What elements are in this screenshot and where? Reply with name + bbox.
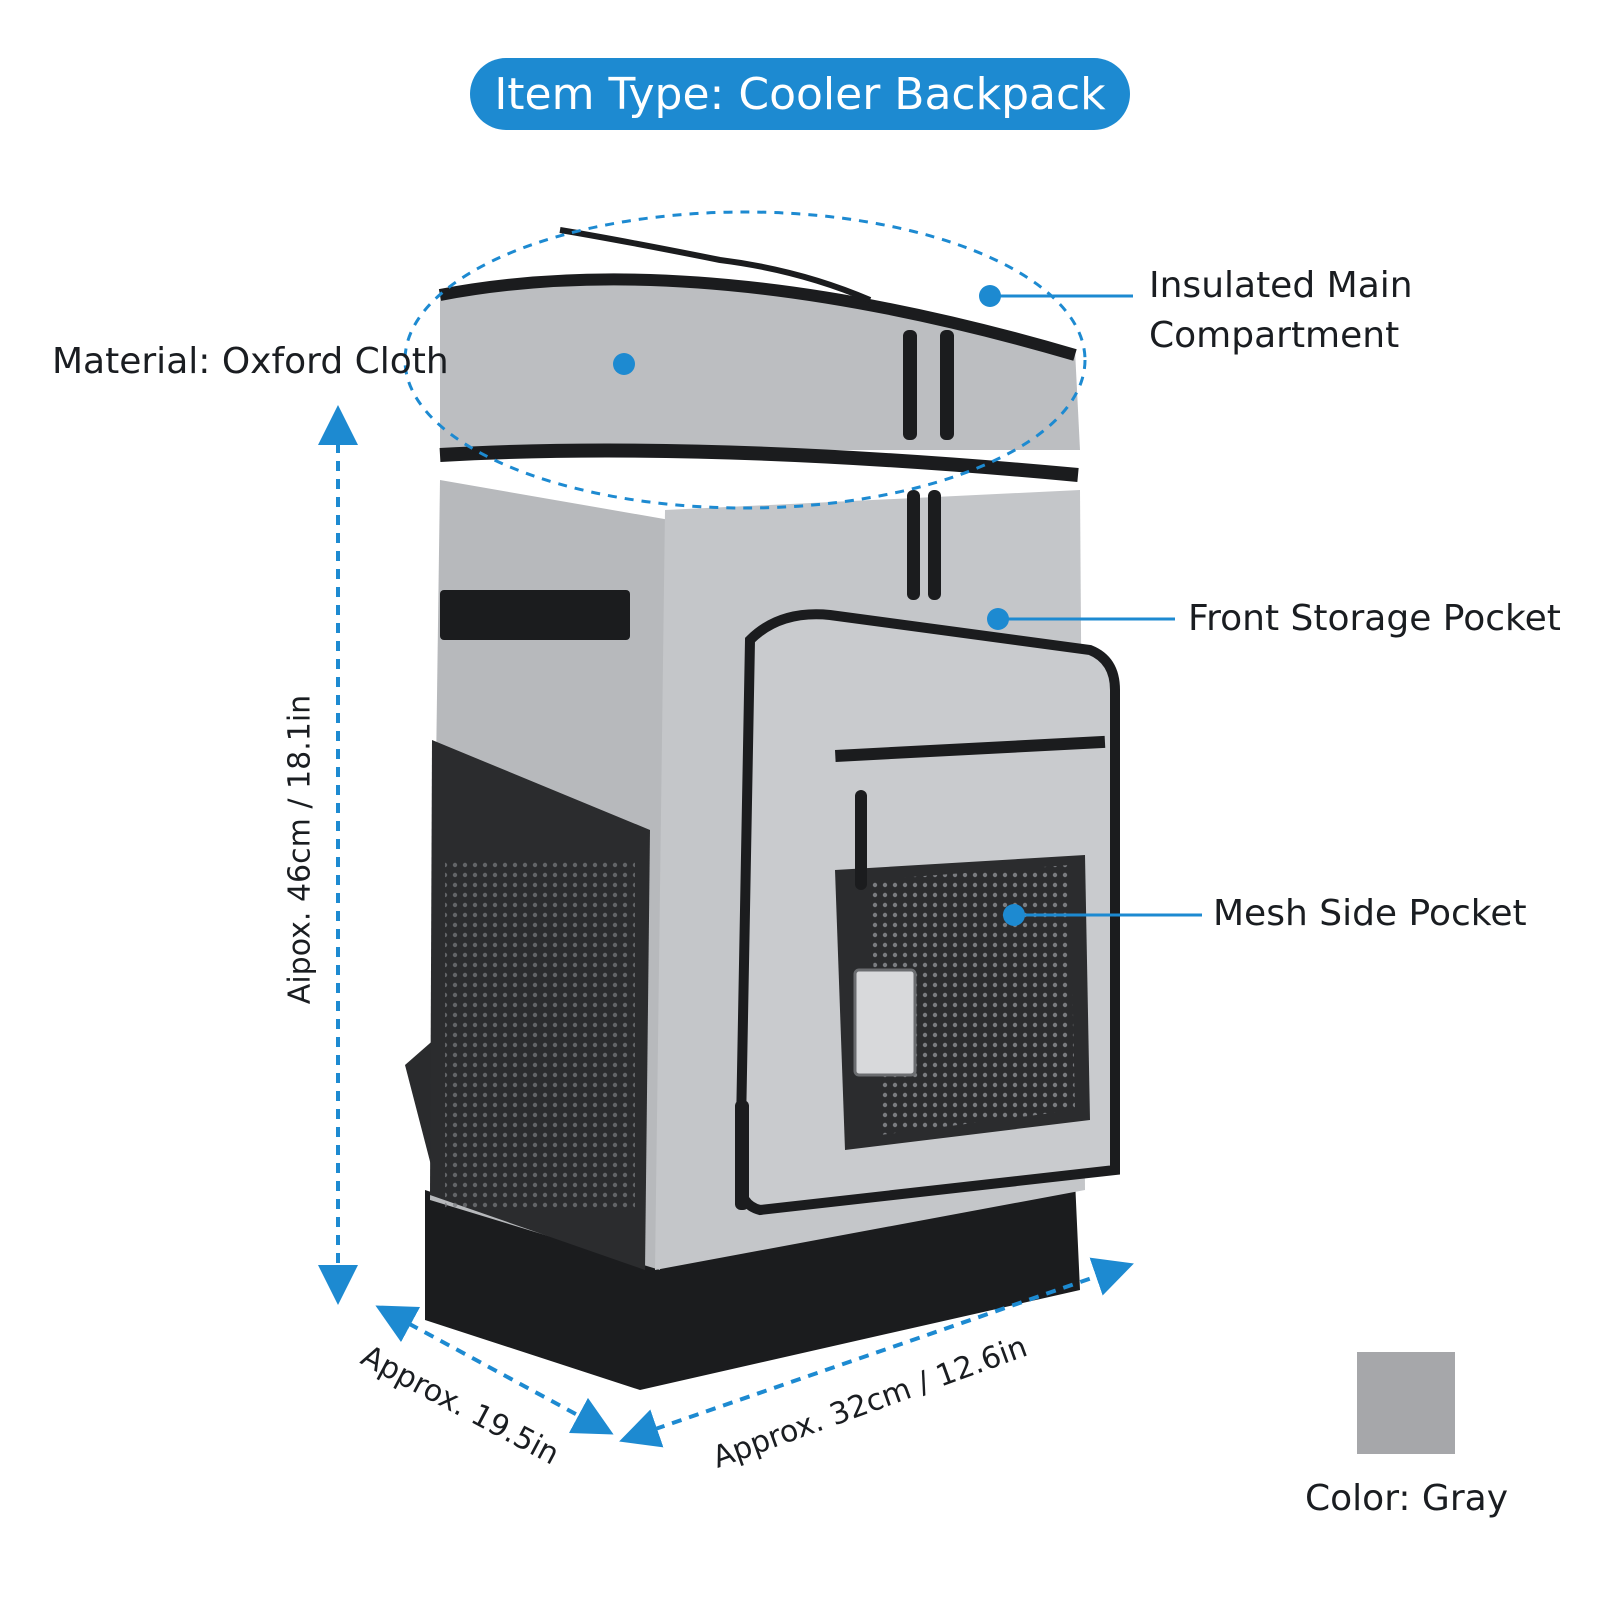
insulated-label-line2: Compartment	[1149, 315, 1400, 356]
zipper-pulls	[735, 330, 954, 1210]
bottle-opener	[853, 968, 917, 1077]
side-handle	[440, 590, 630, 640]
mesh-dots	[445, 860, 635, 1210]
pocket-zipper	[835, 735, 1106, 762]
lid-zipper	[438, 273, 1077, 361]
lid-highlight-ellipse	[403, 210, 1087, 510]
material-dot	[613, 353, 635, 375]
front-pocket-label: Front Storage Pocket	[1188, 598, 1561, 639]
color-label: Color: Gray	[1305, 1478, 1508, 1519]
material-label: Material: Oxford Cloth	[52, 341, 449, 382]
insulated-label-line1: Insulated Main	[1149, 265, 1413, 306]
middle-zipper	[439, 443, 1079, 482]
height-dimension-label: Aipox. 46cm / 18.1in	[282, 694, 318, 1005]
color-swatch	[1357, 1352, 1455, 1454]
mesh-pocket-label: Mesh Side Pocket	[1213, 893, 1527, 934]
drawstring	[559, 227, 872, 303]
item-type-text: Item Type: Cooler Backpack	[494, 68, 1106, 120]
item-type-banner: Item Type: Cooler Backpack	[470, 58, 1130, 130]
width-arrow	[619, 1257, 1134, 1448]
depth-arrow	[375, 1305, 614, 1435]
